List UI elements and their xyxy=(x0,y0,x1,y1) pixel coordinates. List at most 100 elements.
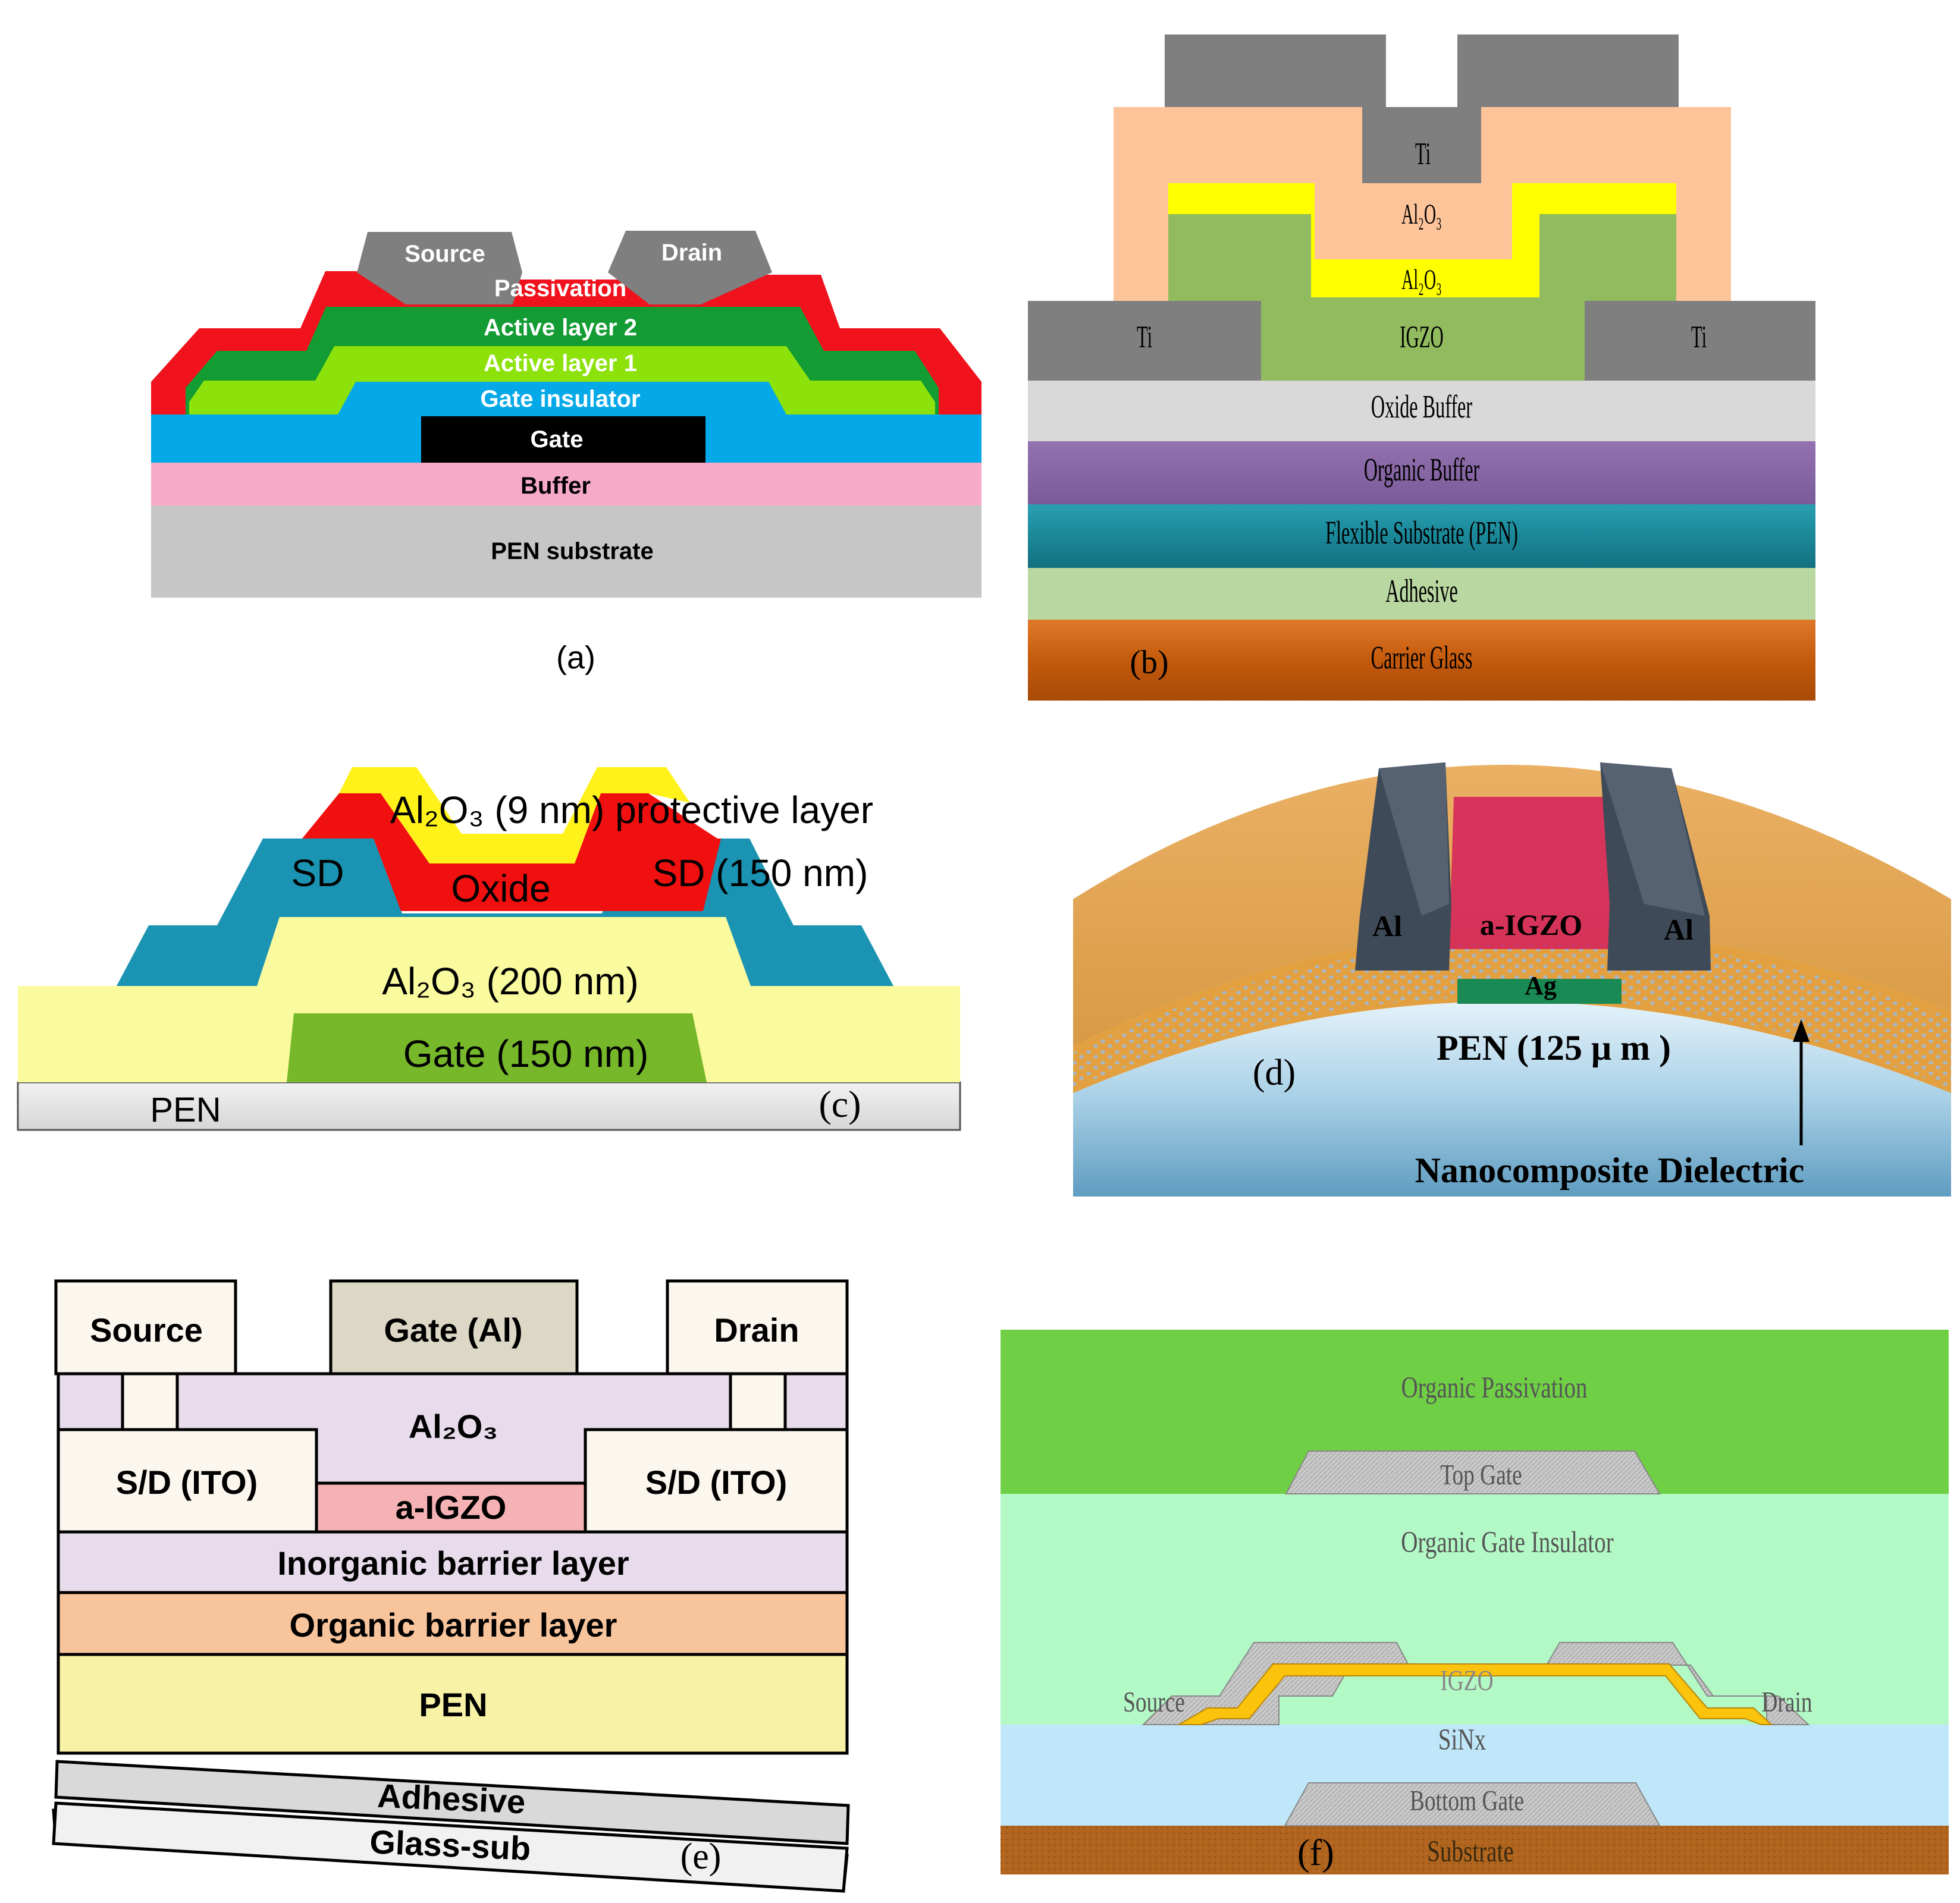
sinx-label: SiNx xyxy=(1438,1723,1487,1756)
sd-left-electrode xyxy=(57,1428,318,1534)
al-left-label: Al xyxy=(1372,909,1402,943)
gate-insulator-label: Gate insulator xyxy=(481,386,641,412)
organic-gate-insulator-layer xyxy=(1001,1494,1949,1725)
organic-passivation-label: Organic Passivation xyxy=(1401,1371,1587,1404)
igzo-base xyxy=(1261,301,1585,381)
igzo-channel xyxy=(1177,1663,1773,1725)
ti-left-electrode xyxy=(1028,301,1261,381)
caption-a: (a) xyxy=(556,640,595,676)
al2o3-upper-layer xyxy=(1114,107,1731,301)
adhesive-label: Adhesive xyxy=(377,1777,526,1821)
protective-layer-label: Al₂O₃ (9 nm) protective layer xyxy=(390,789,873,831)
organic-gate-insulator-label: Organic Gate Insulator xyxy=(1401,1525,1613,1559)
panel-c: Al₂O₃ (9 nm) protective layer SD SD (150… xyxy=(17,767,961,1131)
pen-thickness-label: PEN (125 μ m ) xyxy=(1437,1028,1671,1067)
drain-electrode xyxy=(608,231,772,304)
ti-right-label: Ti xyxy=(1691,320,1707,355)
drain-label: Drain xyxy=(714,1311,799,1349)
pen-layer xyxy=(57,1653,849,1755)
organic-buffer-label: Organic Buffer xyxy=(1364,451,1480,488)
a-igzo-channel xyxy=(1449,797,1611,949)
nanocomposite-dielectric-label: Nanocomposite Dielectric xyxy=(1415,1151,1805,1190)
caption-c: (c) xyxy=(819,1083,861,1125)
buffer-layer xyxy=(151,463,981,505)
gate-electrode xyxy=(421,416,705,463)
panel-f: Organic Passivation Top Gate Organic Gat… xyxy=(1001,1330,1949,1874)
source-label: Source xyxy=(404,241,485,267)
ti-top-center xyxy=(1362,107,1481,183)
dielectric-label: Al₂O₃ (200 nm) xyxy=(382,960,638,1003)
glass-sub-body xyxy=(52,1801,849,1893)
sd-left-label: S/D (ITO) xyxy=(116,1464,258,1501)
al2o3-lower-label: Al₂O₃ xyxy=(1401,264,1442,296)
source-electrode xyxy=(357,232,522,304)
substrate-label: Substrate xyxy=(1427,1835,1513,1868)
dielectric-pointer-arrowhead xyxy=(1793,1019,1810,1042)
caption-e: (e) xyxy=(680,1836,722,1877)
gate-electrode xyxy=(287,1013,707,1082)
drain-label: Drain xyxy=(661,240,722,266)
inorganic-barrier-label: Inorganic barrier layer xyxy=(277,1544,629,1582)
substrate-layer xyxy=(1001,1826,1949,1874)
panel-e: Source Gate (Al) Drain Al₂O₃ S/D (ITO) S… xyxy=(52,1279,850,1893)
al-left-highlight xyxy=(1379,762,1449,916)
adhesive-label: Adhesive xyxy=(1385,573,1458,609)
ag-gate-electrode xyxy=(1457,979,1622,1004)
ti-right-electrode xyxy=(1585,301,1815,381)
ti-top-right xyxy=(1457,34,1679,107)
gate-al-label: Gate (Al) xyxy=(384,1311,522,1349)
pen-substrate-label: PEN substrate xyxy=(491,538,653,564)
adhesive-layer xyxy=(54,1760,850,1845)
organic-barrier-layer xyxy=(57,1591,849,1656)
igzo-label: IGZO xyxy=(1440,1665,1493,1697)
ti-top-label: Ti xyxy=(1415,137,1431,172)
nanocomposite-particles xyxy=(1073,939,1951,1088)
caption-f: (f) xyxy=(1297,1833,1334,1873)
ti-top-left xyxy=(1165,34,1386,107)
oxide-channel xyxy=(302,793,721,911)
passivation-label: Passivation xyxy=(494,275,626,302)
via-left xyxy=(121,1372,179,1431)
igzo-channel xyxy=(1168,214,1676,301)
sd-right-label: SD (150 nm) xyxy=(653,852,868,894)
protective-layer xyxy=(339,767,690,863)
oxide-buffer-layer xyxy=(1028,381,1815,441)
active-layer-2-label: Active layer 2 xyxy=(484,315,637,341)
pen-label: PEN xyxy=(419,1686,487,1723)
flexible-substrate-label: Flexible Substrate (PEN) xyxy=(1325,514,1518,551)
source-label: Source xyxy=(1123,1686,1185,1718)
al2o3-label: Al₂O₃ xyxy=(409,1408,498,1445)
sd-left-label: SD xyxy=(291,852,344,894)
bottom-gate-label: Bottom Gate xyxy=(1410,1785,1524,1817)
inorganic-barrier-layer xyxy=(57,1530,849,1594)
pen-substrate-layer xyxy=(151,505,981,598)
pen-label: PEN xyxy=(150,1091,221,1129)
a-igzo-label: a-IGZO xyxy=(1480,908,1582,941)
flexible-substrate-layer xyxy=(1028,504,1815,568)
drain-electrode xyxy=(1545,1642,1810,1725)
panel-d: Al a-IGZO Al Ag PEN (125 μ m ) (d) Nanoc… xyxy=(1073,762,1951,1197)
source-electrode xyxy=(54,1279,237,1376)
al2o3-lower-layer xyxy=(1168,183,1676,297)
panel-b: Ti Al₂O₃ Al₂O₃ Ti IGZO Ti Oxide Buffer O… xyxy=(1028,34,1815,701)
oxide-label: Oxide xyxy=(451,867,550,910)
gate-label: Gate xyxy=(531,426,584,453)
dielectric-top xyxy=(257,917,751,986)
carrier-glass-layer xyxy=(1028,620,1815,701)
organic-buffer-layer xyxy=(1028,441,1815,504)
organic-barrier-label: Organic barrier layer xyxy=(290,1606,617,1644)
carrier-glass-label: Carrier Glass xyxy=(1371,639,1473,676)
igzo-label: IGZO xyxy=(1400,320,1444,355)
oxide-buffer-label: Oxide Buffer xyxy=(1371,388,1472,425)
drain-label: Drain xyxy=(1761,1686,1812,1718)
buffer-label: Buffer xyxy=(520,473,591,499)
drain-electrode xyxy=(666,1279,849,1376)
a-igzo-label: a-IGZO xyxy=(396,1489,507,1526)
ag-label: Ag xyxy=(1525,971,1557,1000)
top-gate-label: Top Gate xyxy=(1440,1459,1522,1491)
caption-b: (b) xyxy=(1130,644,1168,681)
caption-d: (d) xyxy=(1253,1053,1296,1093)
sd-right-label: S/D (ITO) xyxy=(645,1464,788,1501)
panel-a: Source Drain Passivation Active layer 2 … xyxy=(151,231,981,676)
